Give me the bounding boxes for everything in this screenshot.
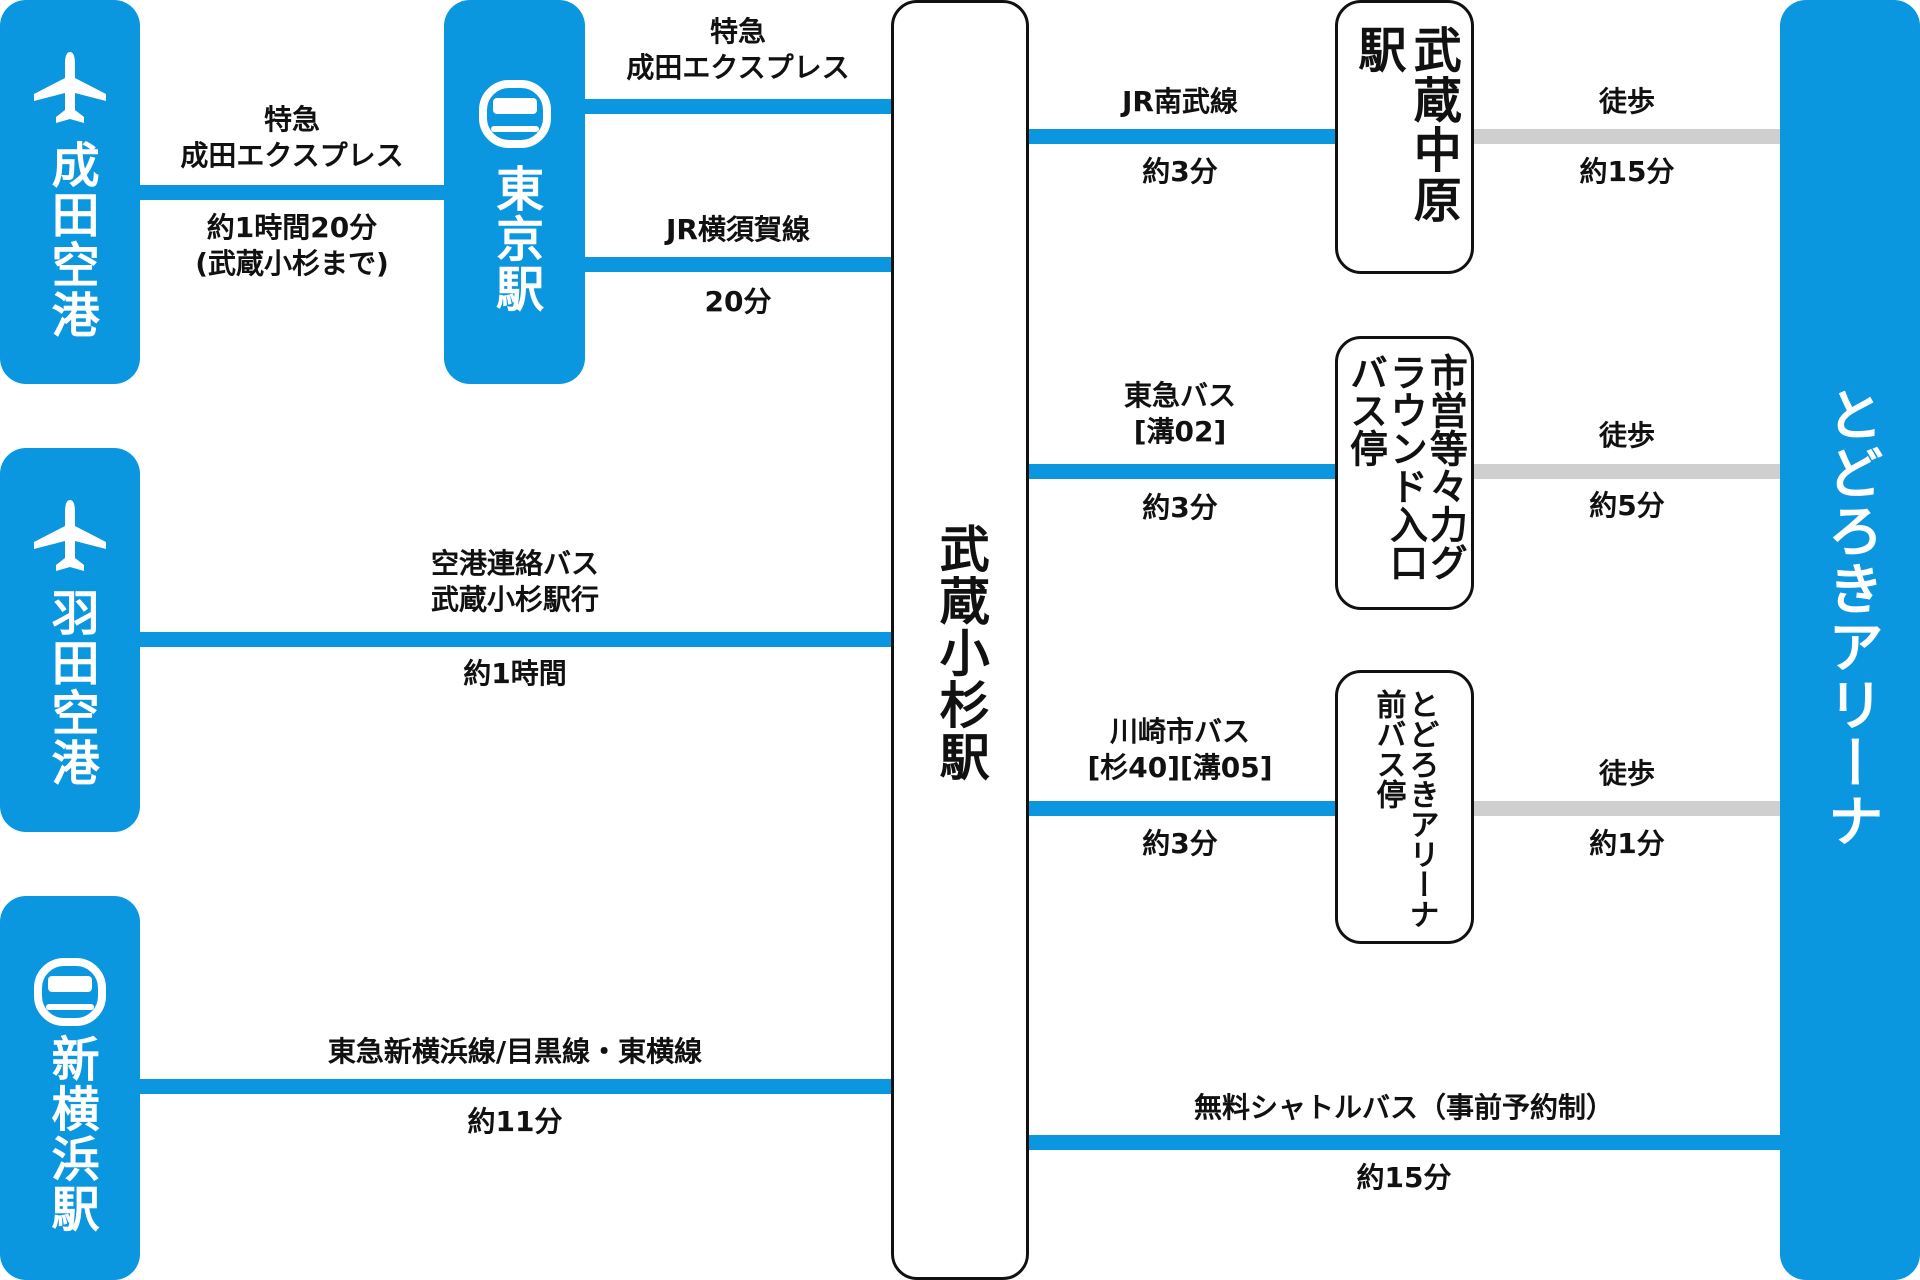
route-kosugi-ground-time: 約3分 bbox=[1142, 491, 1218, 524]
haneda-airport-label: 羽田空港 bbox=[42, 588, 99, 788]
tokyo-station-label: 東京駅 bbox=[487, 164, 544, 314]
tokyo-station-node: 東京駅 bbox=[444, 0, 585, 384]
route-shinyokohama-kosugi-time: 約11分 bbox=[467, 1105, 563, 1138]
route-kosugi-arenastop-line-name: 川崎市バス [杉40][溝05] bbox=[1087, 715, 1273, 785]
route-shinyokohama-kosugi-line bbox=[140, 1079, 891, 1094]
todoroki-arena-node: とどろきアリーナ bbox=[1780, 0, 1920, 1280]
todoroki-arena-label: とどろきアリーナ bbox=[1818, 386, 1884, 850]
route-haneda-kosugi-time: 約1時間 bbox=[463, 657, 567, 690]
shin-yokohama-station-node: 新横浜駅 bbox=[0, 896, 140, 1280]
route-shinyokohama-kosugi-line-name: 東急新横浜線/目黒線・東横線 bbox=[327, 1035, 703, 1068]
route-ground-arena-line bbox=[1474, 464, 1780, 479]
route-nakahara-arena-line bbox=[1474, 129, 1780, 144]
route-narita-tokyo-line-name: 特急 成田エクスプレス bbox=[180, 103, 404, 173]
arena-bus-stop-label: とどろきアリーナ前バス停 bbox=[1370, 689, 1439, 929]
narita-airport-node: 成田空港 bbox=[0, 0, 140, 384]
route-tokyo-kosugi-yokosuka-line-name: JR横須賀線 bbox=[666, 213, 810, 246]
route-arenastop-arena-time: 約1分 bbox=[1589, 827, 1665, 860]
route-narita-tokyo-line bbox=[140, 185, 444, 200]
ground-bus-stop-label: 市営等々力グラウンド入口バス停 bbox=[1343, 353, 1468, 581]
route-nakahara-arena-time: 約15分 bbox=[1579, 155, 1675, 188]
route-kosugi-arenastop-line bbox=[1029, 801, 1335, 816]
route-haneda-kosugi-line bbox=[140, 632, 891, 647]
haneda-airport-node: 羽田空港 bbox=[0, 448, 140, 832]
route-shuttle-line-name: 無料シャトルバス（事前予約制） bbox=[1193, 1091, 1615, 1124]
route-haneda-kosugi-line-name: 空港連絡バス 武蔵小杉駅行 bbox=[430, 547, 600, 617]
musashi-kosugi-station-node: 武蔵小杉駅 bbox=[891, 0, 1029, 1280]
route-kosugi-nakahara-time: 約3分 bbox=[1142, 155, 1218, 188]
route-kosugi-nakahara-line bbox=[1029, 129, 1335, 144]
route-ground-arena-time: 約5分 bbox=[1589, 489, 1665, 522]
route-arenastop-arena-line bbox=[1474, 801, 1780, 816]
route-nakahara-arena-line-name: 徒歩 bbox=[1598, 85, 1656, 118]
musashi-nakahara-station-node: 武蔵中原駅 bbox=[1335, 0, 1474, 274]
route-kosugi-nakahara-line-name: JR南武線 bbox=[1122, 85, 1238, 118]
route-narita-tokyo-time: 約1時間20分 (武蔵小杉まで) bbox=[195, 211, 389, 281]
arena-bus-stop-node: とどろきアリーナ前バス停 bbox=[1335, 670, 1474, 944]
route-arenastop-arena-line-name: 徒歩 bbox=[1598, 757, 1656, 790]
ground-bus-stop-node: 市営等々力グラウンド入口バス停 bbox=[1335, 336, 1474, 610]
route-kosugi-ground-line-name: 東急バス [溝02] bbox=[1123, 379, 1237, 449]
route-tokyo-kosugi-nex-line-name: 特急 成田エクスプレス bbox=[626, 15, 850, 85]
route-kosugi-ground-line bbox=[1029, 464, 1335, 479]
shin-yokohama-station-label: 新横浜駅 bbox=[42, 1034, 99, 1234]
train-icon bbox=[34, 958, 106, 1026]
musashi-kosugi-station-label: 武蔵小杉駅 bbox=[931, 523, 990, 783]
narita-airport-label: 成田空港 bbox=[42, 140, 99, 340]
train-icon bbox=[478, 80, 551, 148]
route-kosugi-arenastop-time: 約3分 bbox=[1142, 827, 1218, 860]
route-tokyo-kosugi-nex-line bbox=[585, 99, 891, 114]
route-shuttle-line bbox=[1029, 1135, 1780, 1150]
musashi-nakahara-station-label: 武蔵中原駅 bbox=[1349, 25, 1461, 225]
airplane-icon bbox=[34, 500, 106, 571]
route-shuttle-time: 約15分 bbox=[1356, 1161, 1452, 1194]
route-tokyo-kosugi-yokosuka-time: 20分 bbox=[704, 285, 772, 318]
airplane-icon bbox=[34, 52, 106, 123]
route-tokyo-kosugi-yokosuka-line bbox=[585, 257, 891, 272]
route-ground-arena-line-name: 徒歩 bbox=[1598, 419, 1656, 452]
